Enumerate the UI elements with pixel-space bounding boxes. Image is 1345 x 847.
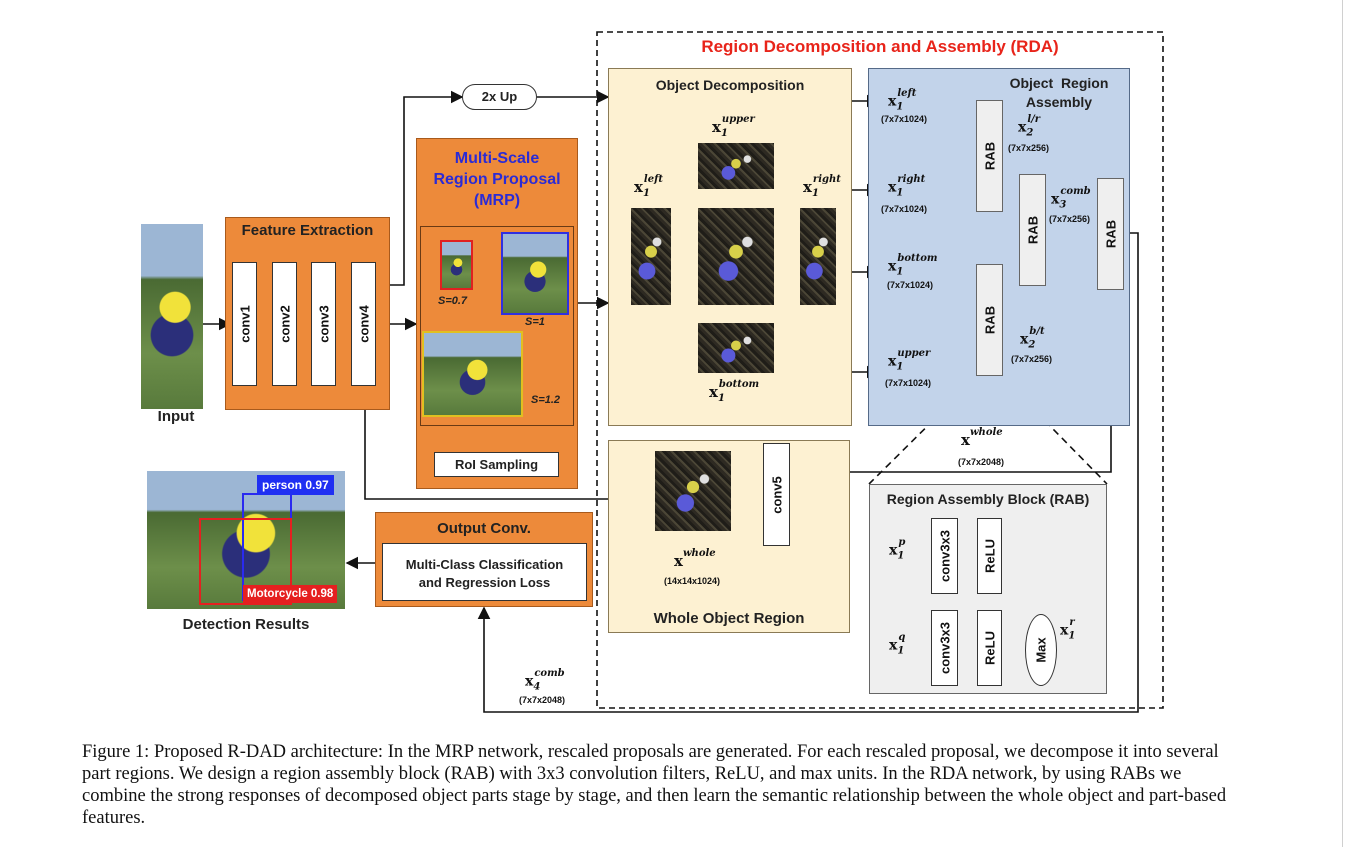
input-label: Input: [157, 408, 195, 425]
x1-bottom-input: x1bottom: [888, 253, 938, 278]
upsample-node: 2x Up: [462, 84, 537, 110]
rab-max-node: Max: [1025, 614, 1057, 686]
detection-results-title: Detection Results: [182, 616, 310, 633]
rab-detail-title: Region Assembly Block (RAB): [886, 491, 1090, 507]
x1-right-dim: (7x7x1024): [881, 204, 928, 214]
x1-left-dim: (7x7x1024): [881, 114, 928, 124]
conv2-layer: conv2: [272, 262, 297, 386]
x1-bottom-label: x1bottom: [709, 379, 760, 404]
proposal-scale-1-2: [422, 331, 523, 417]
x1-right-input: x1right: [888, 174, 926, 199]
rab-block-final: RAB: [1097, 178, 1124, 290]
output-conv-title: Output Conv.: [437, 520, 531, 537]
person-detection-label: person 0.97: [257, 475, 334, 495]
whole-object-region-title: Whole Object Region: [653, 610, 805, 627]
xp-label: x1p: [889, 537, 906, 562]
x1-right-label: x1right: [803, 174, 841, 199]
conv4-layer: conv4: [351, 262, 376, 386]
rab-block-lower: RAB: [976, 264, 1003, 376]
x1-left-label: x1left: [634, 174, 664, 199]
rda-title: Region Decomposition and Assembly (RDA): [701, 37, 1059, 56]
page-divider: [1342, 0, 1343, 847]
x-whole-in-label: xwhole: [674, 548, 716, 570]
scale-label-1: S=1: [525, 316, 545, 328]
rab-relu-bottom: ReLU: [977, 610, 1002, 686]
feature-extraction-title: Feature Extraction: [241, 222, 374, 239]
conv5-layer: conv5: [763, 443, 790, 546]
rab-block-top: RAB: [976, 100, 1003, 212]
input-image: [141, 224, 203, 409]
x1-bottom-dim: (7x7x1024): [887, 280, 934, 290]
x4-comb-dim: (7x7x2048): [519, 695, 566, 705]
part-right-image: [800, 208, 836, 305]
x3-comb-label: x3comb: [1051, 186, 1091, 211]
whole-object-image: [655, 451, 731, 531]
mrp-title: Multi-Scale Region Proposal (MRP): [433, 150, 561, 209]
conv1-layer: conv1: [232, 262, 257, 386]
scale-label-0-7: S=0.7: [438, 295, 468, 307]
figure-caption: Figure 1: Proposed R-DAD architecture: I…: [82, 742, 1227, 828]
proposal-scale-0-7: [440, 240, 473, 290]
x2-bt-dim: (7x7x256): [1011, 354, 1053, 364]
rab-block-middle: RAB: [1019, 174, 1046, 286]
scale-label-1-2: S=1.2: [531, 394, 561, 406]
part-upper-image: [698, 143, 774, 189]
rab-relu-top: ReLU: [977, 518, 1002, 594]
roi-sampling-box: RoI Sampling: [434, 452, 559, 477]
x4-comb-label: x4comb: [525, 668, 565, 693]
x2-lr-label: x2l/r: [1018, 114, 1041, 139]
motorcycle-bbox: [199, 518, 292, 605]
assembly-title: Object Region Assembly: [1009, 75, 1109, 110]
xq-label: x1q: [889, 632, 906, 657]
x-whole-out-dim: (7x7x2048): [958, 457, 1005, 467]
part-bottom-image: [698, 323, 774, 373]
xr-label: x1r: [1060, 617, 1076, 642]
rab-conv-bottom: conv3x3: [931, 610, 958, 686]
x-whole-out-label: xwhole: [961, 427, 1003, 449]
x3-comb-dim: (7x7x256): [1049, 214, 1091, 224]
rab-conv-top: conv3x3: [931, 518, 958, 594]
loss-box: Multi-Class Classification and Regressio…: [382, 543, 587, 601]
part-center-image: [698, 208, 774, 305]
conv3-layer: conv3: [311, 262, 336, 386]
x1-upper-label: x1upper: [712, 114, 755, 139]
proposal-scale-1: [501, 232, 569, 315]
x1-upper-dim: (7x7x1024): [885, 378, 932, 388]
x1-left-input: x1left: [888, 88, 917, 113]
x-whole-in-dim: (14x14x1024): [664, 576, 721, 586]
object-decomposition-title: Object Decomposition: [655, 77, 805, 93]
motorcycle-detection-label: Motorcycle 0.98: [243, 585, 338, 603]
x2-bt-label: x2b/t: [1020, 326, 1045, 351]
x2-lr-dim: (7x7x256): [1008, 143, 1050, 153]
x1-upper-input: x1upper: [888, 348, 931, 373]
part-left-image: [631, 208, 671, 305]
